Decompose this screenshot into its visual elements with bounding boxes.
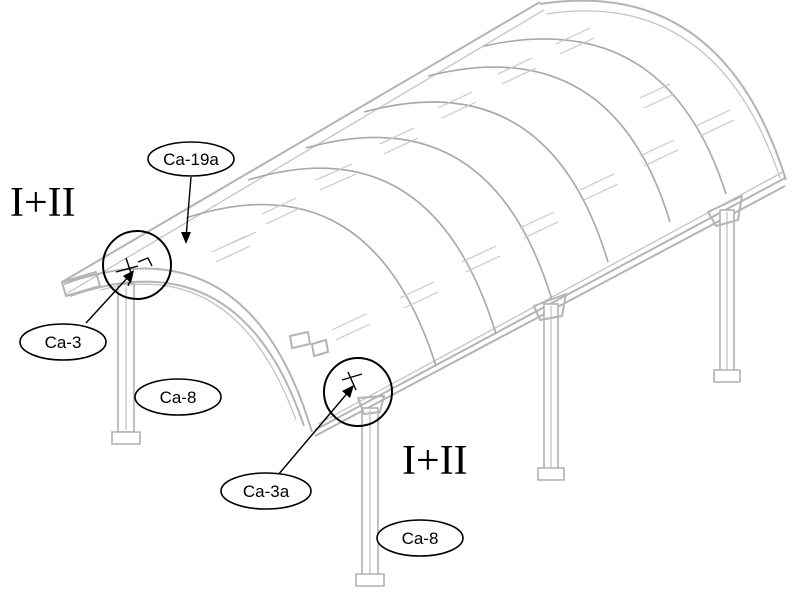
callout-ca8-right-label: Ca-8: [402, 529, 439, 548]
roof-glint-marks: [211, 27, 735, 341]
post-front-center: [533, 293, 567, 481]
step-label-left: I+II: [10, 180, 76, 226]
callout-ca3a-label: Ca-3a: [243, 482, 290, 501]
carport-posts: [111, 195, 743, 587]
post-front-right: [707, 195, 743, 383]
post-bracket-back: [289, 331, 329, 357]
leader-lines: [85, 176, 354, 476]
step-label-right: I+II: [402, 438, 468, 484]
carport-roof: [61, 0, 787, 437]
roof-panel-seams: [185, 38, 727, 367]
callout-ca8-right: Ca-8: [376, 519, 464, 557]
end-rafter-left: [63, 267, 313, 433]
end-rafter-right: [539, 0, 787, 181]
callout-ca19a-label: Ca-19a: [163, 150, 219, 169]
detail-circle-left: [102, 230, 172, 300]
detail-circle-right: [323, 357, 393, 427]
callout-ca8-left-label: Ca-8: [160, 388, 197, 407]
back-eave-rail: [61, 1, 541, 283]
callout-ca3a: Ca-3a: [220, 472, 312, 510]
callout-ca8-left: Ca-8: [134, 378, 222, 416]
callout-ca19a: Ca-19a: [147, 141, 235, 177]
post-front-middle: [355, 395, 385, 587]
post-left-front: [111, 283, 141, 445]
callout-ca3-label: Ca-3: [45, 333, 82, 352]
callout-ca3: Ca-3: [19, 323, 107, 361]
